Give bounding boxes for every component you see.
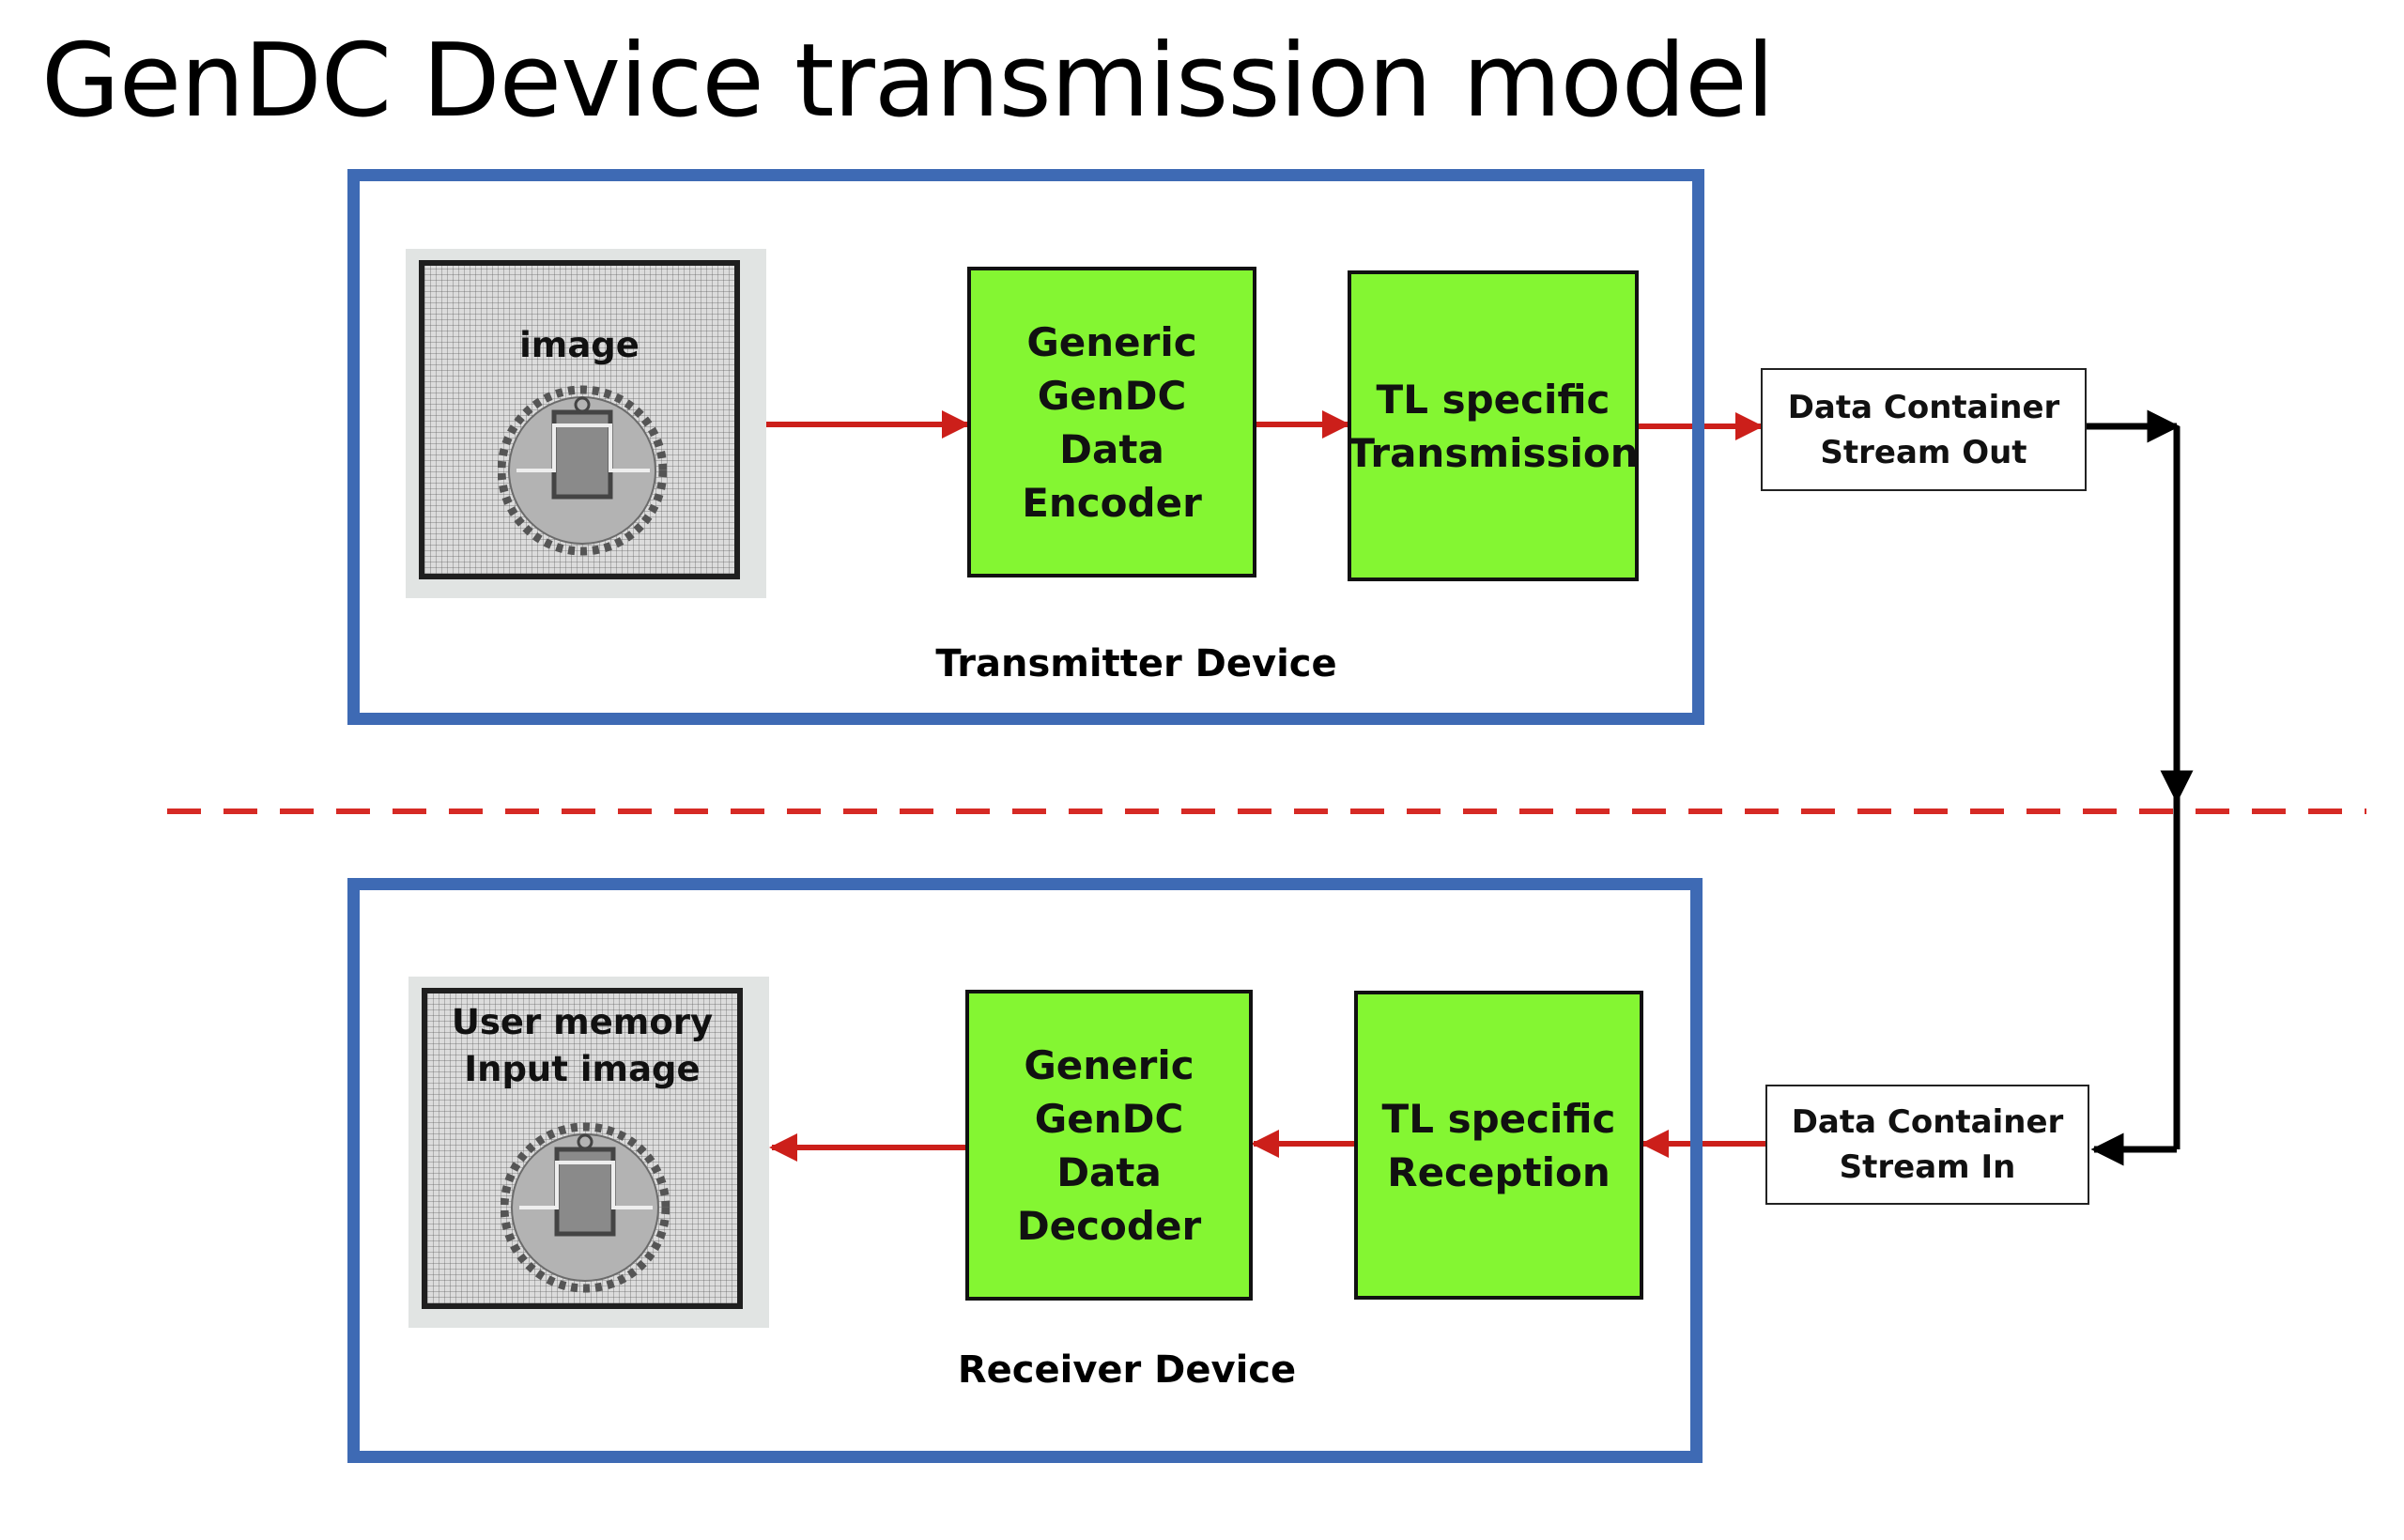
source-image-caption: image — [519, 325, 640, 365]
receiver-device-box — [347, 878, 1703, 1463]
user-memory-caption: User memory Input image — [451, 1002, 714, 1089]
tl-specific-transmission-box: TL specific Transmission — [1348, 270, 1639, 581]
page-title: GenDC Device transmission model — [41, 23, 1775, 140]
source-image-frame: image — [419, 260, 740, 579]
data-container-stream-out-box: Data Container Stream Out — [1761, 368, 2087, 491]
receiver-device-label: Receiver Device — [957, 1348, 1297, 1392]
generic-gendc-data-decoder-box: Generic GenDC Data Decoder — [965, 990, 1253, 1301]
user-memory-image-panel: User memory Input image — [408, 977, 769, 1328]
gear-image-icon — [498, 385, 667, 556]
user-memory-image-frame: User memory Input image — [422, 988, 743, 1309]
gear-image-icon-received — [501, 1122, 670, 1293]
generic-gendc-data-encoder-box: Generic GenDC Data Encoder — [967, 267, 1256, 578]
transmitter-device-label: Transmitter Device — [935, 642, 1337, 685]
transmitter-device-box — [347, 169, 1704, 725]
data-container-stream-in-box: Data Container Stream In — [1765, 1085, 2089, 1205]
tl-specific-reception-box: TL specific Reception — [1354, 991, 1643, 1300]
source-image-panel: image — [406, 249, 766, 598]
